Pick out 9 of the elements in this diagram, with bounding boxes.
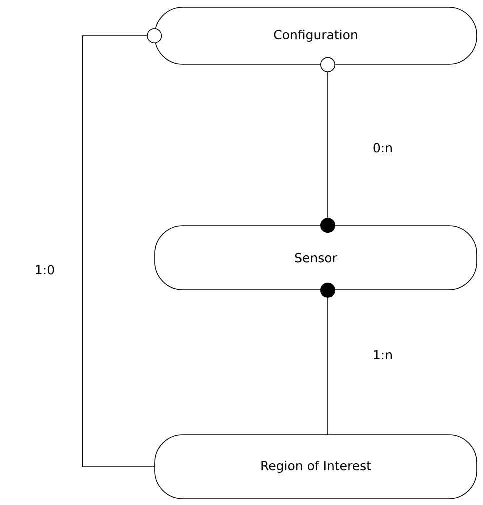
edge-label: 1:0 [34, 264, 56, 276]
rounded-box: Region of Interest [154, 434, 478, 500]
rounded-box: Configuration [154, 7, 478, 65]
connector [320, 282, 336, 435]
edge-label: 0:n [372, 142, 394, 154]
connector [320, 57, 336, 234]
edge-label: 1:n [372, 349, 394, 361]
connector [82, 28, 162, 468]
rounded-box: Sensor [154, 226, 478, 290]
